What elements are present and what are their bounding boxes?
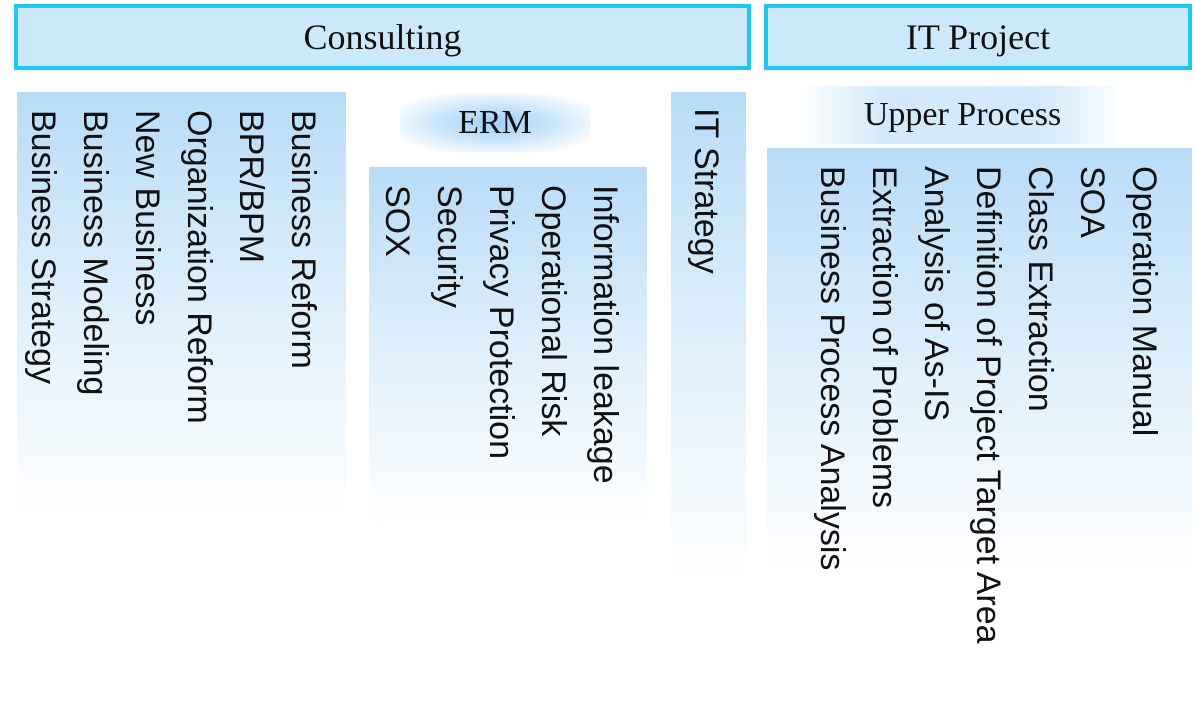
- upper-item-class-extraction: Class Extraction: [1021, 166, 1059, 412]
- consulting-item-bpr-bpm: BPR/BPM: [232, 110, 270, 264]
- it-strategy-panel: IT Strategy: [671, 92, 746, 587]
- it-project-header: IT Project: [764, 4, 1192, 70]
- upper-item-definition-of-project-target-area: Definition of Project Target Area: [969, 166, 1007, 644]
- consulting-item-business-strategy: Business Strategy: [24, 110, 62, 385]
- upper-process-panel: Operation Manual SOA Class Extraction De…: [767, 148, 1192, 644]
- consulting-header-label: Consulting: [303, 17, 462, 57]
- upper-item-operation-manual: Operation Manual: [1125, 166, 1163, 437]
- erm-item-privacy-protection: Privacy Protection: [482, 185, 520, 459]
- upper-process-subheader: Upper Process: [800, 86, 1125, 144]
- it-strategy-item: IT Strategy: [687, 108, 725, 274]
- consulting-item-new-business: New Business: [128, 110, 166, 326]
- upper-item-extraction-of-problems: Extraction of Problems: [865, 166, 903, 509]
- upper-item-analysis-of-as-is: Analysis of As-IS: [917, 166, 955, 422]
- consulting-item-business-modeling: Business Modeling: [76, 110, 114, 396]
- consulting-header: Consulting: [14, 4, 751, 70]
- erm-item-information-leakage: Information leakage: [586, 185, 624, 484]
- it-project-header-label: IT Project: [905, 17, 1051, 57]
- erm-item-operational-risk: Operational Risk: [534, 185, 572, 437]
- erm-panel: Information leakage Operational Risk Pri…: [369, 167, 647, 530]
- consulting-item-organization-reform: Organization Reform: [180, 110, 218, 424]
- erm-subheader-label: ERM: [458, 104, 532, 141]
- upper-process-subheader-label: Upper Process: [863, 96, 1062, 133]
- upper-item-soa: SOA: [1073, 166, 1111, 238]
- consulting-panel: Business Reform BPR/BPM Organization Ref…: [17, 92, 346, 520]
- erm-item-security: Security: [430, 185, 468, 308]
- upper-item-business-process-analysis: Business Process Analysis: [813, 166, 851, 571]
- consulting-item-business-reform: Business Reform: [284, 110, 322, 369]
- erm-item-sox: SOX: [378, 185, 416, 257]
- erm-subheader: ERM: [400, 94, 590, 152]
